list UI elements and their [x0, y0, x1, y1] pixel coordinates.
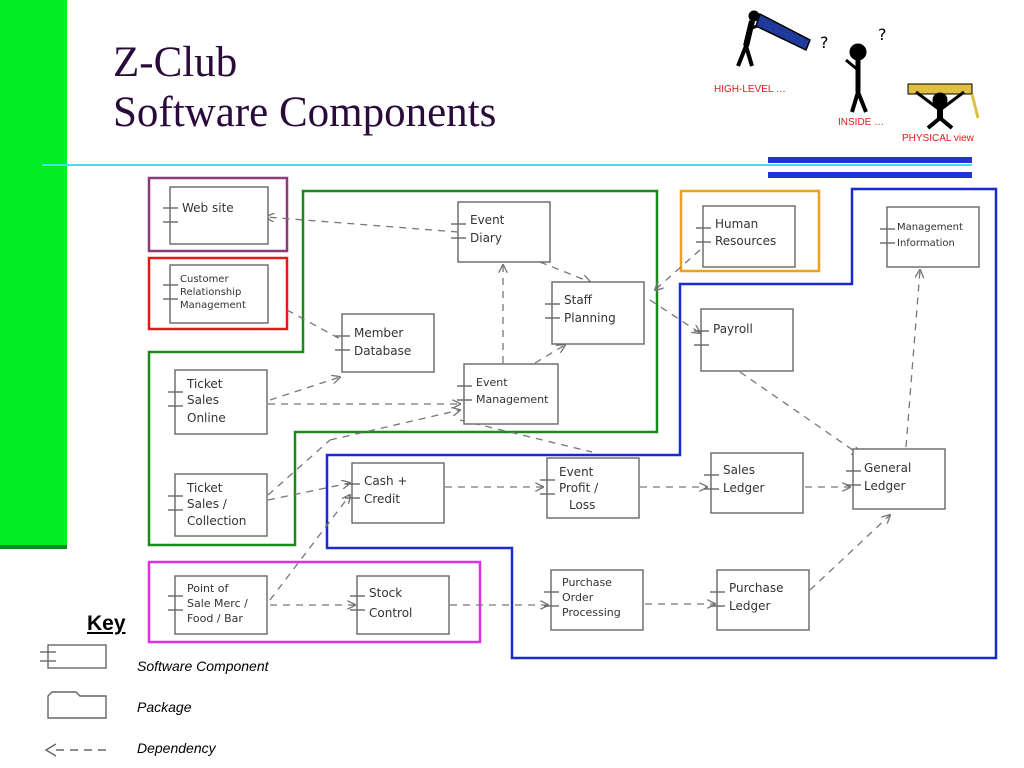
dep-collection-mgmt: [329, 410, 460, 441]
component-purchase-order-processing: [544, 569, 644, 631]
dep-collection-up: [267, 439, 331, 496]
title-rule-accent-bottom: [768, 172, 972, 178]
physical-view-label: PHYSICAL view: [902, 133, 974, 144]
slide-title-line2: Software Components: [113, 89, 497, 136]
component-management-information: [880, 206, 980, 268]
slide-title: Z-Club Software Components: [113, 38, 496, 138]
svg-text:?: ?: [878, 25, 887, 44]
package-hr: [679, 189, 821, 273]
component-purchase-ledger: [710, 569, 810, 631]
components: [163, 186, 980, 635]
title-rule: [42, 164, 972, 166]
component-crm: [163, 264, 269, 324]
high-level-view-label: HIGH-LEVEL …: [714, 84, 786, 95]
thinking-figure-icon: ? ?: [820, 25, 887, 113]
web-site-label: Web site: [182, 201, 234, 215]
dep-online-member: [269, 377, 340, 401]
component-event-management: [457, 363, 559, 425]
dep-mgmt-profit: [459, 419, 593, 453]
package-web: [147, 176, 289, 253]
key-dependency-label: Dependency: [137, 740, 216, 756]
dep-crm-member: [286, 309, 343, 341]
package-finance: [325, 187, 998, 660]
component-web-site: [163, 186, 269, 245]
package-events-ticketing: [147, 189, 659, 547]
component-payroll: [694, 308, 794, 372]
key-component-symbol: [40, 644, 107, 669]
inside-view-label: INSIDE …: [838, 117, 885, 128]
dep-staff-payroll: [649, 299, 700, 333]
package-crm: [147, 256, 289, 331]
dep-diary-staff: [539, 261, 590, 282]
key-package-symbol: [47, 691, 107, 719]
key-package-label: Package: [137, 699, 192, 715]
component-general-ledger: [846, 448, 946, 510]
component-human-resources: [696, 205, 796, 268]
dependency-arrows: [266, 217, 920, 605]
component-ticket-sales-collection: [168, 473, 268, 537]
sidebar-accent-shadow: [0, 545, 67, 549]
dep-mgmt-staff: [534, 345, 565, 364]
sidebar-accent-bar: [0, 0, 67, 545]
component-event-diary: [451, 201, 551, 263]
dep-payroll-gl: [739, 371, 860, 455]
component-stock-control: [350, 575, 450, 635]
svg-text:?: ?: [820, 33, 829, 52]
slide-title-line1: Z-Club: [113, 39, 238, 86]
key-symbols: [40, 644, 108, 757]
dep-hr-staff: [655, 249, 701, 290]
component-staff-planning: [545, 281, 645, 345]
key-dependency-symbol: [44, 743, 108, 757]
measuring-figure-icon: [907, 83, 980, 130]
component-cash-credit: [345, 462, 445, 524]
package-retail: [147, 560, 482, 644]
component-ticket-sales-online: [168, 369, 268, 435]
component-sales-ledger: [704, 452, 804, 514]
dep-diary-website: [266, 217, 459, 233]
key-title: Key: [87, 612, 126, 635]
dep-gl-mis: [905, 270, 920, 448]
dep-collection-cash: [267, 483, 350, 501]
telescope-figure-icon: [736, 10, 811, 67]
component-member-database: [335, 313, 435, 373]
cash-credit-label: Cash +Credit: [364, 474, 407, 506]
dep-pos-cash: [269, 495, 350, 601]
key-software-component-label: Software Component: [137, 658, 269, 674]
component-event-profit-loss: [540, 457, 640, 519]
component-point-of-sale: [168, 575, 268, 635]
payroll-label: Payroll: [713, 322, 753, 336]
dep-pledger-gl: [809, 515, 890, 591]
title-rule-accent-top: [768, 157, 972, 163]
